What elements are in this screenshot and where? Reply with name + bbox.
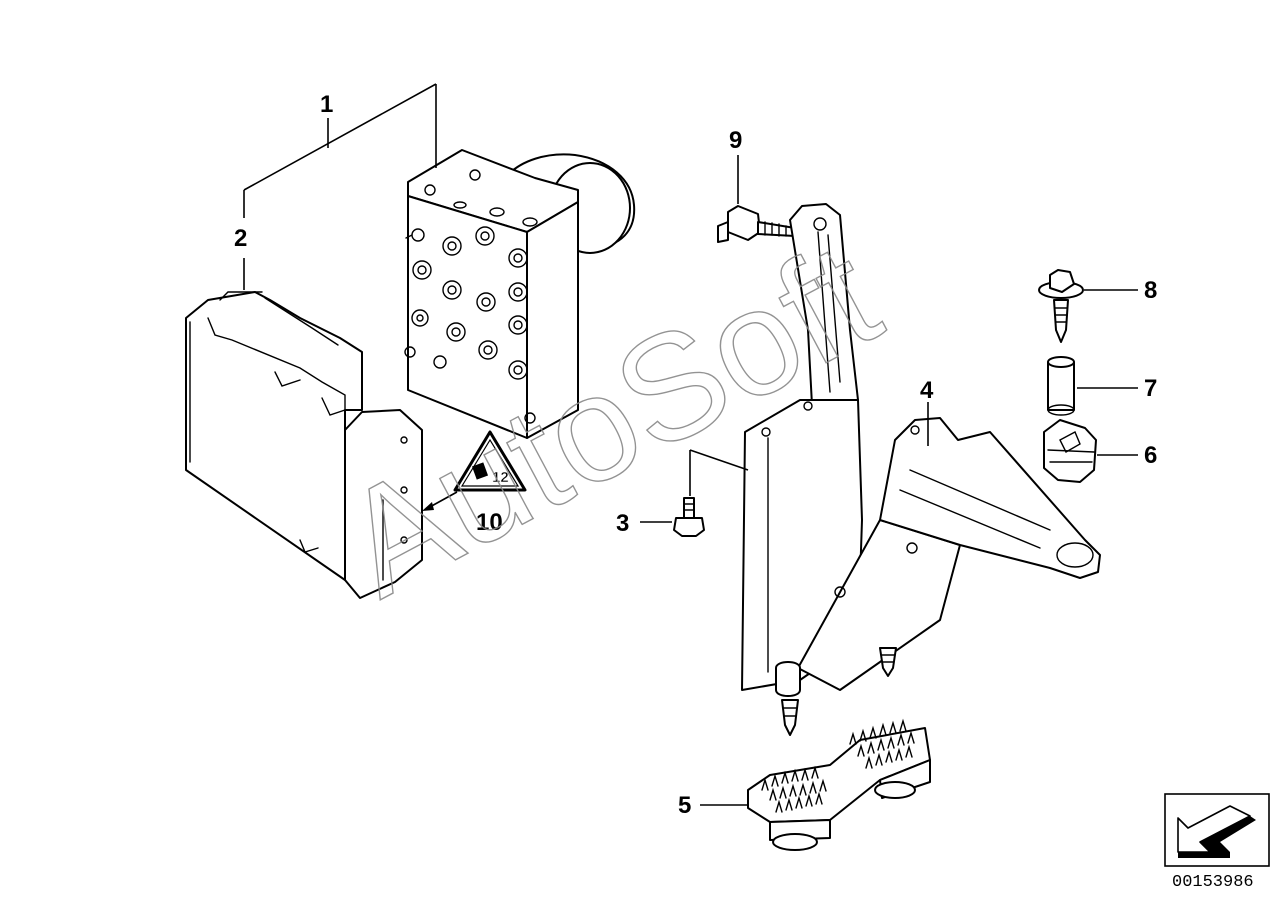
bolt-part-8 bbox=[1038, 269, 1084, 343]
grommet-part-6 bbox=[1043, 419, 1097, 483]
callouts: 1 2 3 4 5 6 7 8 9 10 bbox=[234, 91, 1157, 819]
symbol-text: 12 bbox=[492, 469, 509, 486]
screw-part-3 bbox=[673, 497, 705, 537]
callout-1: 1 bbox=[320, 91, 333, 118]
callout-4: 4 bbox=[920, 377, 934, 404]
callout-9: 9 bbox=[729, 127, 742, 154]
callout-7: 7 bbox=[1144, 375, 1157, 402]
rubber-mount-part-5 bbox=[747, 718, 931, 851]
callout-6: 6 bbox=[1144, 442, 1157, 469]
sensor-part bbox=[717, 205, 796, 243]
callout-2: 2 bbox=[234, 225, 247, 252]
sleeve-part-7 bbox=[1047, 356, 1075, 416]
callout-10: 10 bbox=[476, 509, 503, 536]
callout-5: 5 bbox=[678, 792, 691, 819]
leader-lines bbox=[243, 83, 1138, 806]
control-unit bbox=[185, 291, 423, 599]
mounting-bracket bbox=[741, 203, 1101, 736]
arrow-icon[interactable] bbox=[1164, 793, 1270, 867]
callout-8: 8 bbox=[1144, 277, 1157, 304]
callout-3: 3 bbox=[616, 510, 629, 537]
reference-number: 00153986 bbox=[1172, 873, 1254, 892]
hydraulic-unit bbox=[404, 149, 636, 439]
warning-triangle-icon: 12 bbox=[453, 430, 527, 492]
